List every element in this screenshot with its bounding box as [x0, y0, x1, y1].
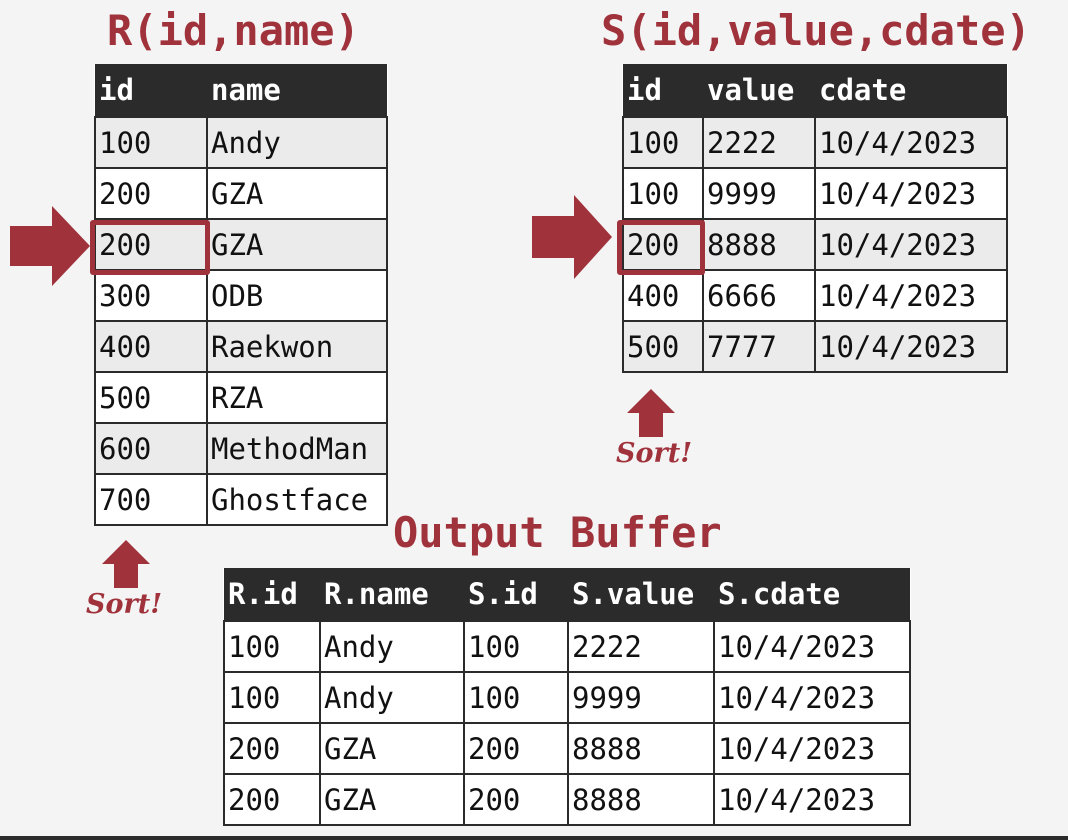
r-cell-id: 600 — [94, 422, 208, 475]
s-table-title: S(id,value,cdate) — [601, 6, 1031, 55]
s-cursor-highlight — [617, 220, 705, 275]
s-cell-cdate: 10/4/2023 — [814, 320, 1008, 373]
output-cell: 100 — [223, 671, 321, 724]
r-table-header-row: id name — [95, 64, 387, 117]
s-cell-id: 400 — [622, 269, 704, 322]
output-buffer-title: Output Buffer — [393, 508, 722, 557]
output-cell: 9999 — [567, 671, 715, 724]
output-cell: GZA — [319, 722, 465, 775]
output-cell: Andy — [319, 620, 465, 673]
output-cell: 10/4/2023 — [713, 773, 911, 826]
s-cell-cdate: 10/4/2023 — [814, 116, 1008, 169]
output-cell: 200 — [463, 773, 569, 826]
r-cell-id: 400 — [94, 320, 208, 373]
output-header-row: R.id R.name S.id S.value S.cdate — [224, 568, 910, 621]
output-cell: GZA — [319, 773, 465, 826]
s-cell-value: 7777 — [702, 320, 816, 373]
s-cell-value: 8888 — [702, 218, 816, 271]
s-header-value: value — [703, 64, 815, 117]
s-cell-id: 100 — [622, 116, 704, 169]
output-cell: Andy — [319, 671, 465, 724]
s-cell-id: 100 — [622, 167, 704, 220]
r-cell-name: Ghostface — [206, 473, 388, 526]
s-header-id: id — [623, 64, 703, 117]
r-cell-id: 700 — [94, 473, 208, 526]
output-cell: 2222 — [567, 620, 715, 673]
r-sort-label: Sort! — [86, 589, 163, 620]
output-header-s-id: S.id — [464, 568, 568, 621]
r-cell-name: GZA — [206, 167, 388, 220]
s-cursor-arrow-icon — [532, 195, 612, 279]
r-cell-id: 500 — [94, 371, 208, 424]
s-sort-label: Sort! — [616, 438, 693, 469]
s-sort-up-arrow-icon — [627, 389, 675, 437]
bottom-divider — [0, 836, 1068, 840]
r-cursor-highlight — [90, 220, 210, 275]
r-cursor-arrow-icon — [10, 206, 90, 286]
output-cell: 200 — [223, 773, 321, 826]
r-sort-up-arrow-icon — [102, 540, 150, 588]
r-cell-id: 200 — [94, 218, 208, 271]
s-cell-value: 6666 — [702, 269, 816, 322]
output-header-r-id: R.id — [224, 568, 320, 621]
s-cell-value: 9999 — [702, 167, 816, 220]
output-cell: 100 — [463, 671, 569, 724]
s-header-cdate: cdate — [815, 64, 1007, 117]
r-cell-id: 200 — [94, 167, 208, 220]
r-cell-name: Raekwon — [206, 320, 388, 373]
r-table-title: R(id,name) — [107, 6, 360, 55]
s-cell-id: 200 — [622, 218, 704, 271]
s-cell-id: 500 — [622, 320, 704, 373]
r-cell-id: 300 — [94, 269, 208, 322]
s-cell-cdate: 10/4/2023 — [814, 269, 1008, 322]
output-cell: 10/4/2023 — [713, 620, 911, 673]
s-table-header-row: id value cdate — [623, 64, 1007, 117]
r-cell-name: ODB — [206, 269, 388, 322]
output-cell: 10/4/2023 — [713, 722, 911, 775]
output-cell: 200 — [463, 722, 569, 775]
output-cell: 100 — [223, 620, 321, 673]
output-cell: 8888 — [567, 773, 715, 826]
output-cell: 8888 — [567, 722, 715, 775]
output-header-s-cdate: S.cdate — [714, 568, 910, 621]
output-cell: 200 — [223, 722, 321, 775]
r-cell-name: RZA — [206, 371, 388, 424]
output-header-s-value: S.value — [568, 568, 714, 621]
s-cell-value: 2222 — [702, 116, 816, 169]
r-cell-name: GZA — [206, 218, 388, 271]
output-header-r-name: R.name — [320, 568, 464, 621]
s-cell-cdate: 10/4/2023 — [814, 167, 1008, 220]
output-cell: 10/4/2023 — [713, 671, 911, 724]
r-cell-name: MethodMan — [206, 422, 388, 475]
output-cell: 100 — [463, 620, 569, 673]
r-header-id: id — [95, 64, 207, 117]
s-cell-cdate: 10/4/2023 — [814, 218, 1008, 271]
r-cell-name: Andy — [206, 116, 388, 169]
r-cell-id: 100 — [94, 116, 208, 169]
r-header-name: name — [207, 64, 387, 117]
